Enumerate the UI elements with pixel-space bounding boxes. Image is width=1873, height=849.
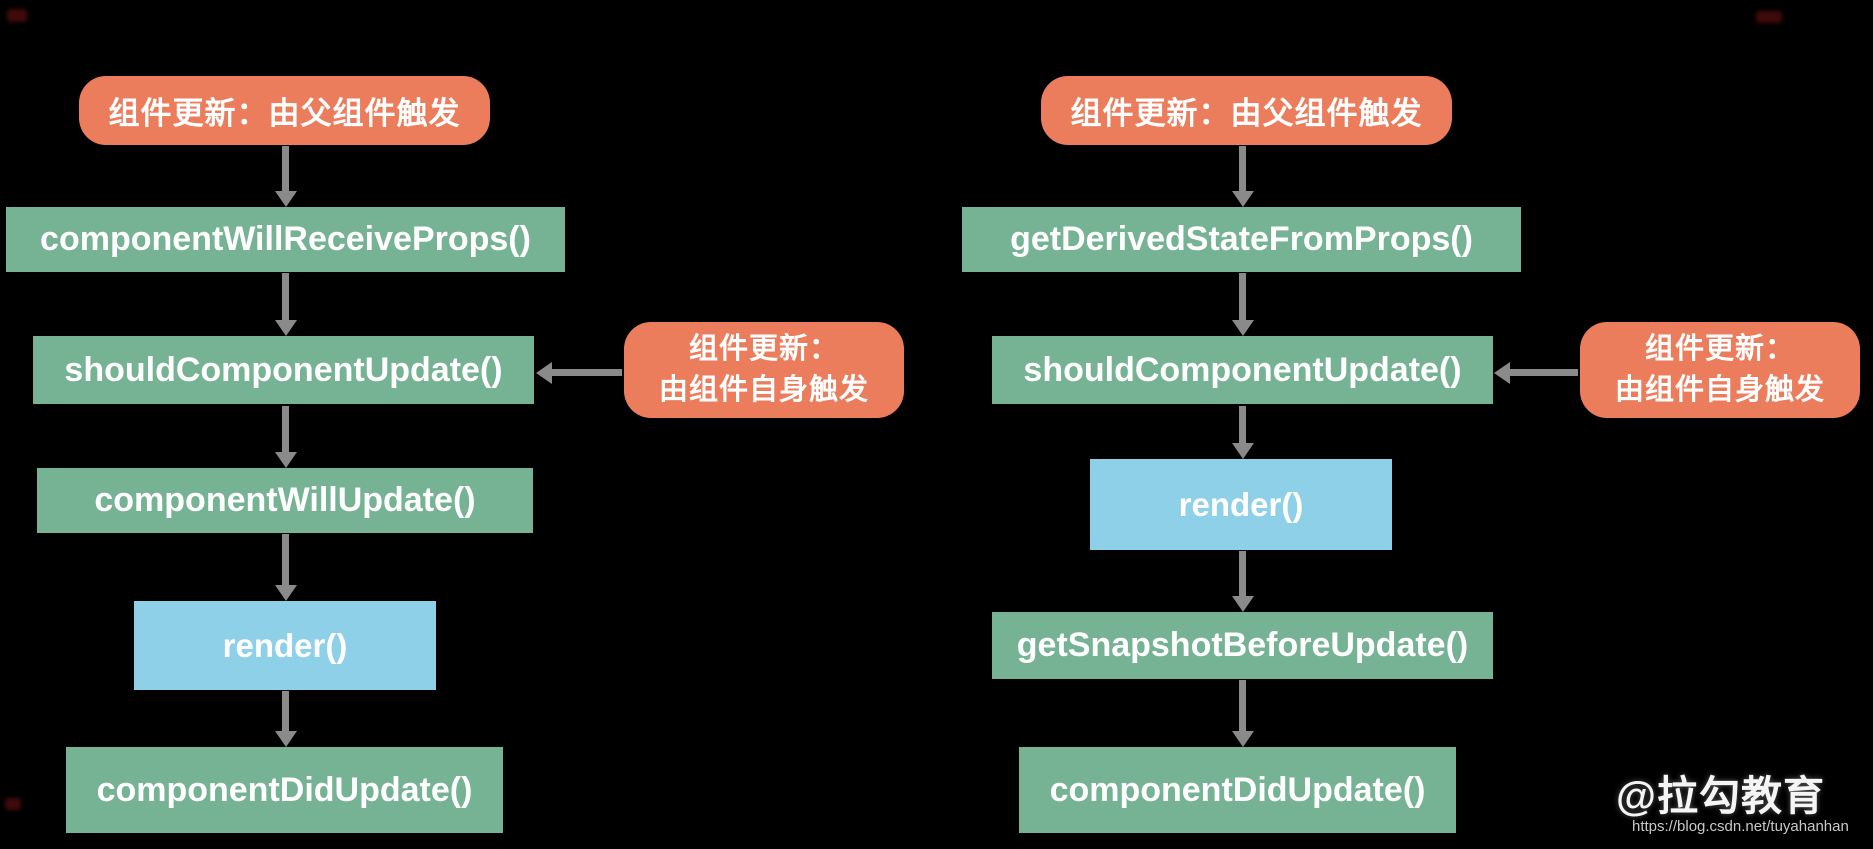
step-should-component-update-box: shouldComponentUpdate()	[992, 336, 1493, 404]
step-component-did-update-box: componentDidUpdate()	[1019, 747, 1456, 833]
self-trigger-line2: 由组件自身触发	[1614, 374, 1825, 406]
step-label: componentWillReceiveProps()	[40, 220, 531, 258]
arrow-down-icon	[282, 691, 289, 732]
step-label: shouldComponentUpdate()	[1023, 350, 1462, 389]
arrow-left-icon	[552, 369, 622, 376]
watermark-name: @拉勾教育	[1616, 773, 1825, 819]
corner-artifact	[1756, 11, 1782, 23]
parent-trigger-label: 组件更新：由父组件触发	[1070, 96, 1423, 131]
step-component-will-update-box: componentWillUpdate()	[37, 468, 533, 533]
arrow-down-icon	[1239, 406, 1246, 444]
watermark-url: https://blog.csdn.net/tuyahanhan	[1632, 818, 1849, 835]
arrow-down-icon	[1239, 551, 1246, 597]
self-trigger-line1: 组件更新：	[1644, 333, 1795, 365]
step-component-will-receive-props-box: componentWillReceiveProps()	[6, 207, 565, 272]
step-label: componentDidUpdate()	[1049, 770, 1426, 809]
step-get-derived-state-from-props-box: getDerivedStateFromProps()	[962, 207, 1521, 272]
step-get-snapshot-before-update-box: getSnapshotBeforeUpdate()	[992, 612, 1493, 679]
arrow-left-icon	[1510, 369, 1578, 376]
self-trigger-line1: 组件更新：	[688, 333, 839, 365]
arrow-down-icon	[282, 273, 289, 321]
self-trigger-box: 组件更新： 由组件自身触发	[1580, 322, 1860, 418]
arrow-down-icon	[1239, 273, 1246, 321]
step-should-component-update-box: shouldComponentUpdate()	[33, 336, 534, 404]
arrow-down-icon	[282, 146, 289, 192]
step-label: shouldComponentUpdate()	[64, 350, 503, 389]
step-label: componentWillUpdate()	[94, 481, 476, 519]
arrow-down-icon	[282, 534, 289, 586]
step-component-did-update-box: componentDidUpdate()	[66, 747, 503, 833]
step-label: render()	[222, 626, 348, 664]
self-trigger-line2: 由组件自身触发	[658, 374, 869, 406]
step-label: getDerivedStateFromProps()	[1010, 220, 1473, 258]
corner-artifact	[7, 9, 27, 22]
arrow-down-icon	[1239, 680, 1246, 732]
self-trigger-box: 组件更新： 由组件自身触发	[624, 322, 904, 418]
arrow-down-icon	[282, 406, 289, 453]
arrow-down-icon	[1239, 146, 1246, 192]
corner-artifact	[5, 798, 21, 810]
step-label: componentDidUpdate()	[96, 770, 473, 809]
parent-trigger-box: 组件更新：由父组件触发	[79, 76, 490, 145]
step-label: render()	[1178, 485, 1304, 523]
parent-trigger-label: 组件更新：由父组件触发	[108, 96, 461, 131]
step-render-box: render()	[1090, 459, 1392, 550]
step-label: getSnapshotBeforeUpdate()	[1016, 626, 1469, 664]
parent-trigger-box: 组件更新：由父组件触发	[1041, 76, 1452, 145]
step-render-box: render()	[134, 601, 436, 690]
